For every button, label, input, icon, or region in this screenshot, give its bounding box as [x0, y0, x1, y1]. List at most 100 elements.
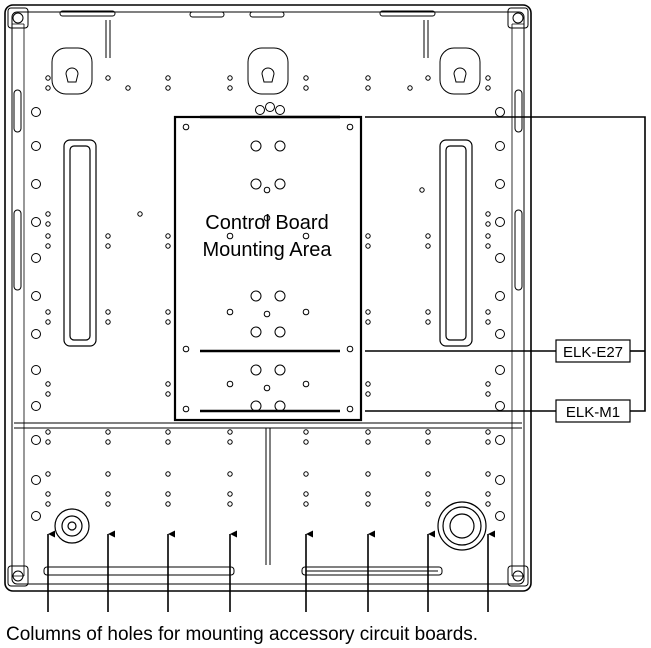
- column-hole: [365, 491, 371, 497]
- edge-hole: [31, 291, 41, 301]
- board-standoff: [302, 232, 310, 240]
- small-hole: [165, 85, 171, 91]
- board-hole: [250, 290, 262, 302]
- area-label-line2: Mounting Area: [203, 239, 333, 261]
- column-hole: [425, 501, 431, 507]
- small-hole: [407, 85, 413, 91]
- small-hole: [45, 85, 51, 91]
- small-hole: [425, 309, 431, 315]
- small-hole: [485, 85, 491, 91]
- board-hole: [274, 290, 286, 302]
- column-hole: [303, 491, 309, 497]
- board-standoff: [346, 405, 354, 413]
- top-slots: [59, 10, 436, 58]
- edge-hole: [265, 102, 275, 112]
- small-hole: [45, 381, 51, 387]
- column-hole: [425, 429, 431, 435]
- board-hole: [250, 140, 262, 152]
- lower-panels: [14, 422, 522, 576]
- column-hole: [485, 491, 491, 497]
- small-hole: [105, 75, 111, 81]
- column-arrows: [47, 530, 495, 612]
- keyhole-mounts: [51, 47, 481, 95]
- small-hole: [485, 221, 491, 227]
- small-hole: [425, 233, 431, 239]
- small-hole: [365, 233, 371, 239]
- edge-hole: [495, 291, 505, 301]
- column-hole: [485, 501, 491, 507]
- edge-hole: [31, 141, 41, 151]
- small-hole: [425, 319, 431, 325]
- side-slots: [13, 89, 523, 291]
- column-hole: [365, 429, 371, 435]
- column-hole: [45, 439, 51, 445]
- small-hole: [45, 309, 51, 315]
- small-hole: [45, 233, 51, 239]
- board-hole: [250, 400, 262, 412]
- tag-elk-m1-label: ELK-M1: [566, 404, 620, 421]
- column-hole: [45, 491, 51, 497]
- edge-hole: [495, 107, 505, 117]
- edge-hole: [31, 217, 41, 227]
- column-hole: [105, 491, 111, 497]
- column-hole: [45, 429, 51, 435]
- small-hole: [485, 211, 491, 217]
- small-hole: [365, 381, 371, 387]
- small-hole: [137, 211, 143, 217]
- column-hole: [425, 471, 431, 477]
- board-hole: [274, 364, 286, 376]
- small-hole: [365, 309, 371, 315]
- small-hole: [45, 221, 51, 227]
- edge-hole: [31, 179, 41, 189]
- small-hole: [45, 75, 51, 81]
- small-hole: [105, 319, 111, 325]
- column-hole: [485, 471, 491, 477]
- board-standoff: [263, 214, 271, 222]
- column-hole: [165, 501, 171, 507]
- small-hole: [365, 319, 371, 325]
- edge-hole: [275, 105, 285, 115]
- board-standoff: [182, 405, 190, 413]
- board-standoff: [302, 380, 310, 388]
- corner-mounts: [7, 7, 529, 587]
- small-hole: [303, 85, 309, 91]
- board-hole: [274, 326, 286, 338]
- edge-hole: [31, 401, 41, 411]
- tag-elk-e27-label: ELK-E27: [563, 344, 623, 361]
- vertical-slots: [63, 139, 473, 347]
- board-standoff: [346, 345, 354, 353]
- board-standoff: [263, 186, 271, 194]
- edge-hole: [31, 329, 41, 339]
- board-standoff: [226, 380, 234, 388]
- board-standoff: [346, 123, 354, 131]
- board-standoff: [263, 310, 271, 318]
- edge-hole: [255, 105, 265, 115]
- column-hole: [227, 471, 233, 477]
- small-hole: [105, 243, 111, 249]
- small-hole: [485, 75, 491, 81]
- column-hole: [165, 439, 171, 445]
- edge-hole: [495, 475, 505, 485]
- column-hole: [425, 439, 431, 445]
- column-hole: [303, 501, 309, 507]
- column-hole: [303, 429, 309, 435]
- column-hole: [45, 471, 51, 477]
- edge-hole: [495, 253, 505, 263]
- column-hole: [365, 471, 371, 477]
- small-hole: [485, 381, 491, 387]
- edge-hole: [495, 435, 505, 445]
- knockouts: [54, 501, 487, 551]
- small-hole: [165, 381, 171, 387]
- small-hole: [485, 319, 491, 325]
- column-hole: [425, 491, 431, 497]
- column-hole: [227, 501, 233, 507]
- board-standoff: [302, 308, 310, 316]
- edge-hole: [495, 329, 505, 339]
- column-hole: [303, 439, 309, 445]
- control-board-area: Control Board Mounting Area: [173, 115, 363, 422]
- edge-hole: [495, 141, 505, 151]
- small-hole: [425, 243, 431, 249]
- small-hole: [227, 75, 233, 81]
- small-hole: [419, 187, 425, 193]
- column-hole: [165, 429, 171, 435]
